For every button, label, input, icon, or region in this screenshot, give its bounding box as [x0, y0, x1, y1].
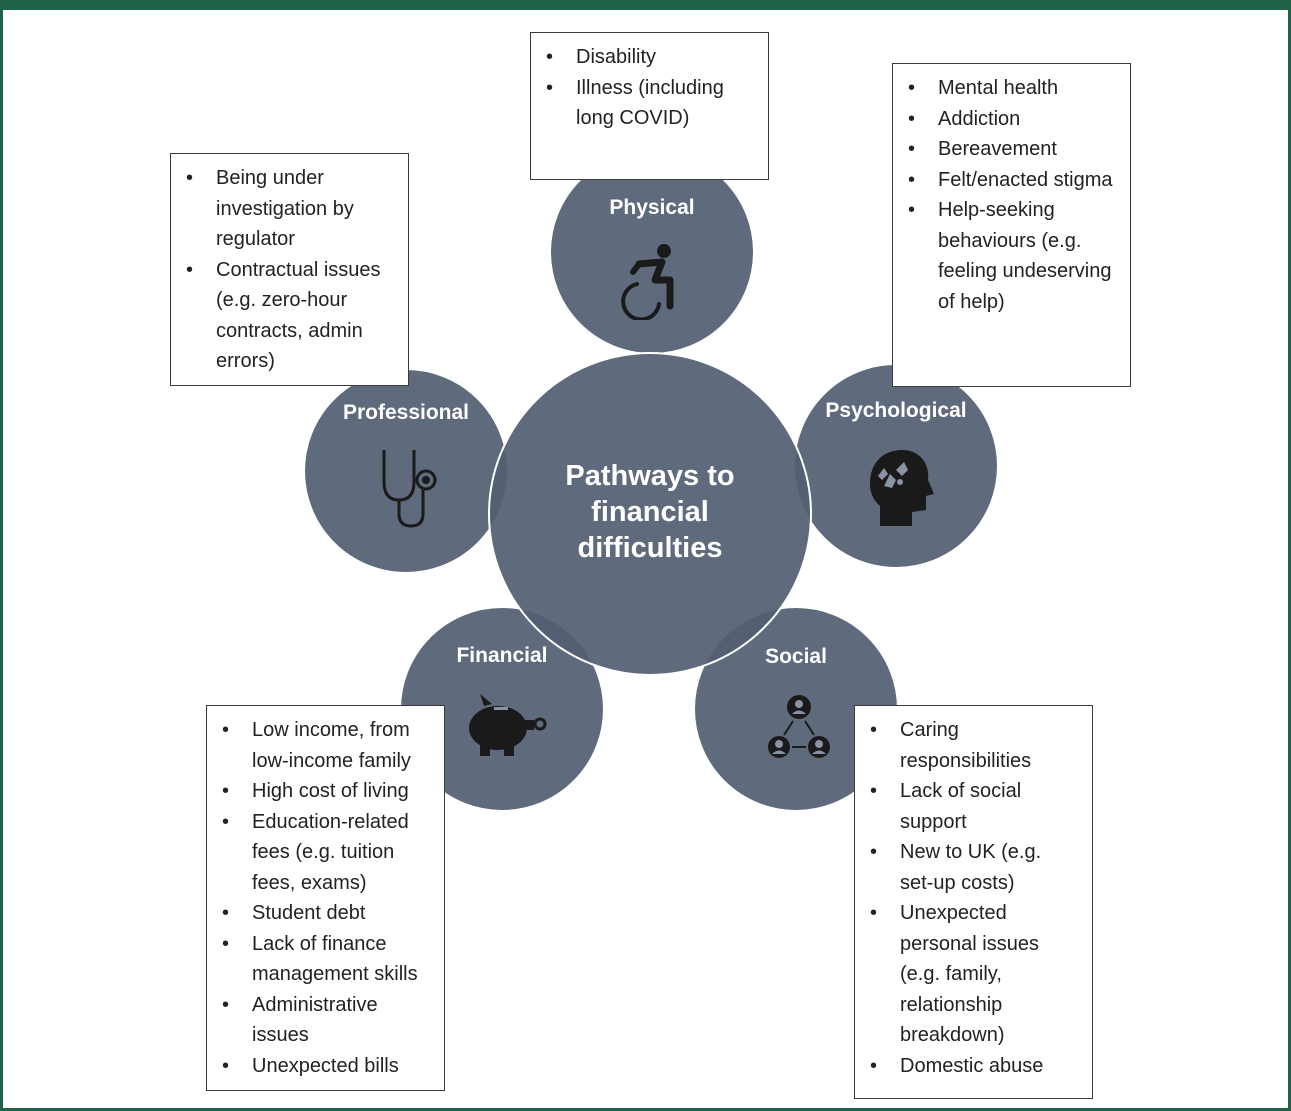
physical-label: Physical — [609, 196, 695, 219]
brain-puzzle-icon — [870, 450, 934, 526]
list-item: New to UK (e.g. set-up costs) — [870, 837, 1080, 898]
list-item: Felt/enacted stigma — [908, 165, 1118, 196]
piggy-bank-icon — [469, 694, 547, 756]
social-box: Caring responsibilities Lack of social s… — [854, 705, 1093, 1099]
center-title: Pathways to financial difficulties — [490, 458, 810, 566]
psychological-label: Psychological — [825, 399, 967, 422]
wheelchair-icon — [621, 244, 674, 320]
professional-label: Professional — [342, 401, 470, 424]
list-item: High cost of living — [222, 776, 432, 807]
financial-box: Low income, from low-income family High … — [206, 705, 445, 1091]
top-accent-bar — [0, 0, 1291, 10]
professional-circle — [303, 368, 509, 574]
center-title-line-1: Pathways to — [565, 460, 735, 492]
financial-label: Financial — [456, 644, 548, 667]
list-item: Caring responsibilities — [870, 715, 1080, 776]
social-label: Social — [765, 645, 827, 668]
center-circle — [488, 352, 812, 676]
list-item: Unexpected personal issues (e.g. family,… — [870, 898, 1080, 1051]
list-item: Contractual issues (e.g. zero-hour contr… — [186, 255, 396, 377]
list-item: Bereavement — [908, 134, 1118, 165]
psychological-box: Mental health Addiction Bereavement Felt… — [892, 63, 1131, 387]
list-item: Low income, from low-income family — [222, 715, 432, 776]
list-item: Lack of social support — [870, 776, 1080, 837]
physical-box: Disability Illness (including long COVID… — [530, 32, 769, 180]
list-item: Lack of finance management skills — [222, 929, 432, 990]
list-item: Disability — [546, 42, 756, 73]
list-item: Help-seeking behaviours (e.g. feeling un… — [908, 195, 1118, 317]
stethoscope-icon — [382, 450, 437, 528]
list-item: Mental health — [908, 73, 1118, 104]
list-item: Education-related fees (e.g. tuition fee… — [222, 807, 432, 899]
list-item: Unexpected bills — [222, 1051, 432, 1082]
center-title-line-3: difficulties — [577, 532, 723, 564]
list-item: Being under investigation by regulator — [186, 163, 396, 255]
center-title-line-2: financial — [591, 496, 709, 528]
professional-box: Being under investigation by regulator C… — [170, 153, 409, 386]
social-network-icon — [768, 695, 830, 758]
list-item: Domestic abuse — [870, 1051, 1080, 1082]
list-item: Addiction — [908, 104, 1118, 135]
list-item: Administrative issues — [222, 990, 432, 1051]
list-item: Illness (including long COVID) — [546, 73, 756, 134]
list-item: Student debt — [222, 898, 432, 929]
